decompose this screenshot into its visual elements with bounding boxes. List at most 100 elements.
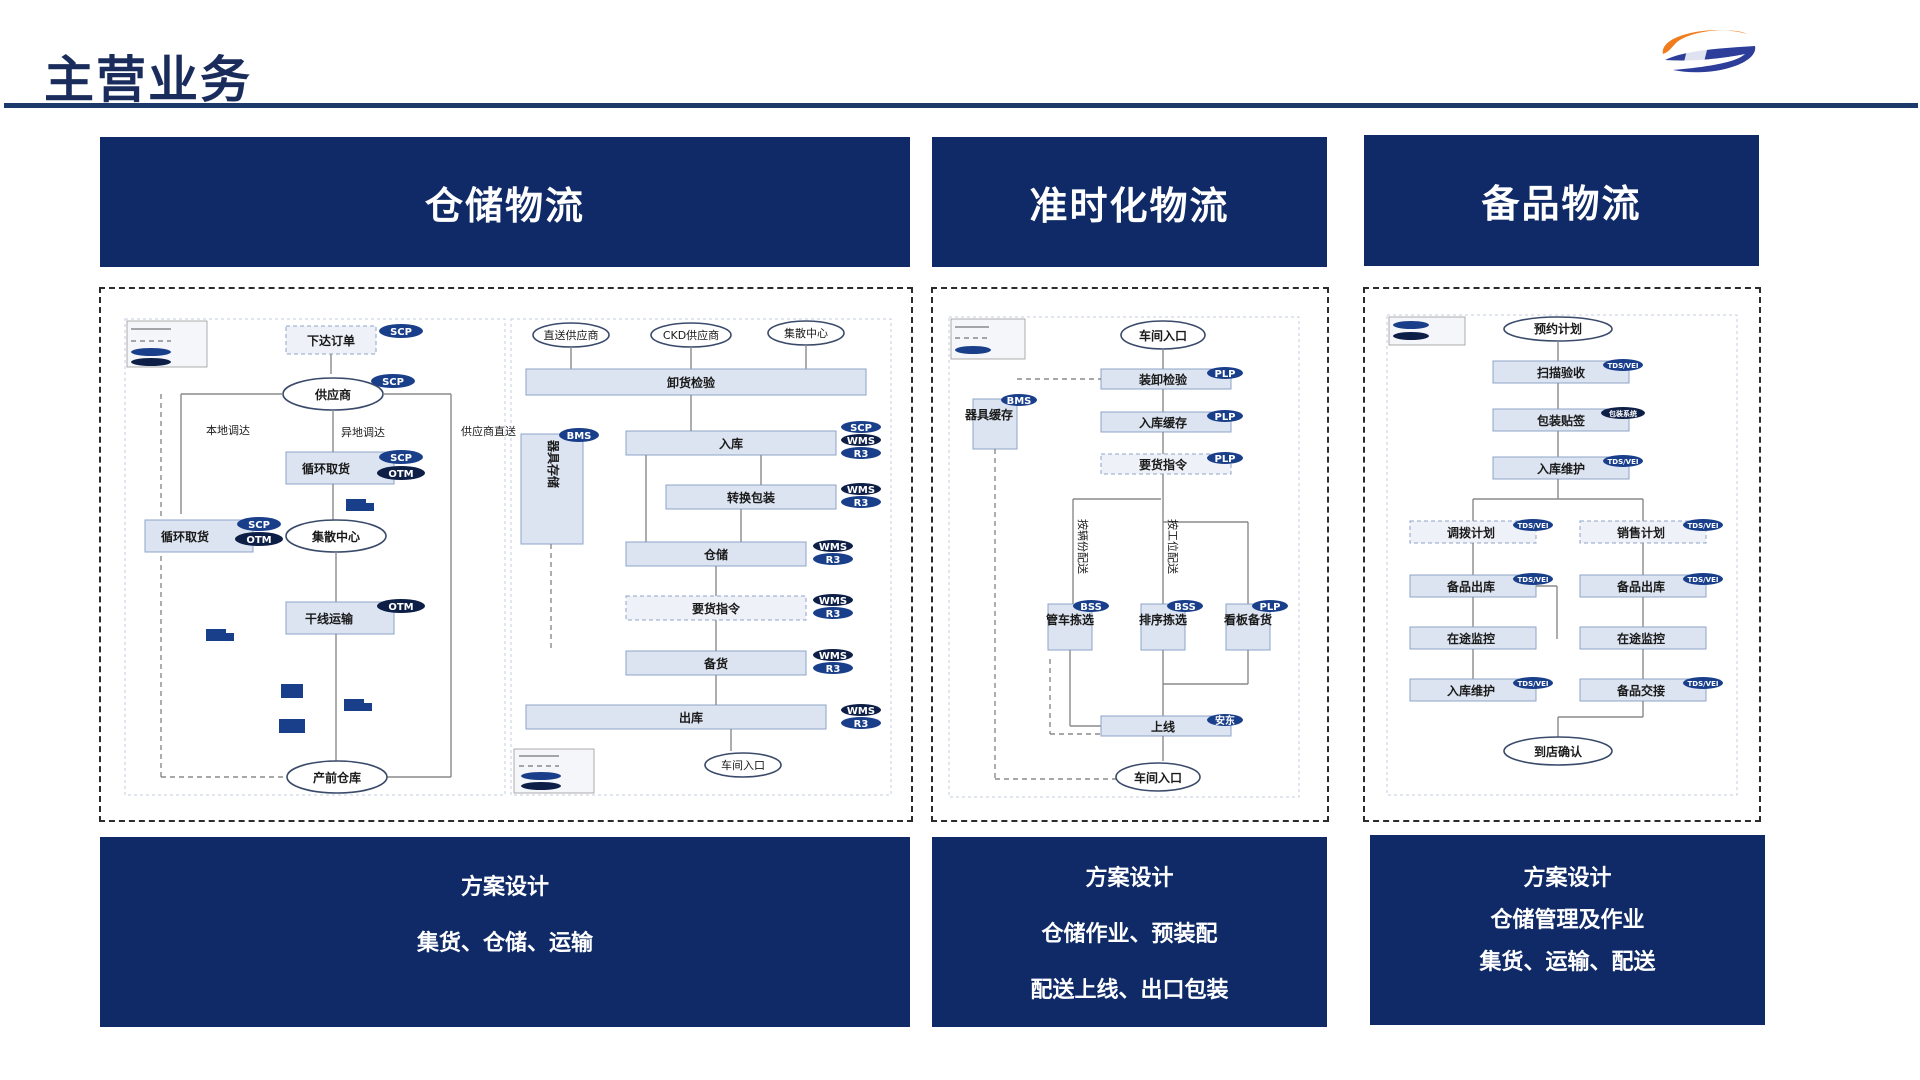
parts-diagram-panel: 预约计划 扫描验收 TDS/VEI 包装贴签 包装系统 入库维护 TDS/VEI… [1363,287,1761,822]
footer-storage-line-1: 方案设计 [460,875,549,900]
node-sales-plan: 销售计划 [1617,525,1665,540]
node-unload-inspect: 卸货检验 [667,375,716,390]
svg-text:TDS/VEI: TDS/VEI [1688,522,1719,530]
node-place-order: 下达订单 [307,333,355,348]
node-kanban-prep: 看板备货 [1224,612,1272,627]
svg-text:安东: 安东 [1215,714,1235,727]
footer-jit-line-2: 仓储作业、预装配 [1041,922,1218,947]
footer-jit-line-3: 配送上线、出口包装 [1030,978,1229,1003]
footer-jit-logistics: 方案设计 仓储作业、预装配 配送上线、出口包装 [932,837,1327,1027]
node-parts-handover: 备品交接 [1616,683,1665,698]
node-stock-prep: 备货 [703,656,728,671]
footer-storage-line-2: 集货、仓储、运输 [416,931,593,956]
svg-text:R3: R3 [854,498,869,509]
node-inbound-maint-left: 入库维护 [1447,683,1495,698]
svg-text:R3: R3 [826,555,841,566]
node-storage: 仓储 [703,547,728,562]
node-outbound: 出库 [679,710,703,725]
svg-text:OTM: OTM [388,469,413,480]
node-hub: 集散中心 [311,529,360,544]
node-trunk-transport: 干线运输 [305,611,354,626]
node-in-transit-right: 在途监控 [1617,631,1665,646]
node-reservation-plan: 预约计划 [1534,321,1582,336]
svg-text:OTM: OTM [246,535,271,546]
svg-text:PLP: PLP [1214,369,1235,380]
svg-text:WMS: WMS [819,542,847,553]
svg-text:WMS: WMS [819,596,847,607]
label-local-supply: 本地调达 [206,423,250,437]
header-jit-logistics: 准时化物流 [932,137,1327,267]
svg-text:PLP: PLP [1214,412,1235,423]
footer-parts-line-2: 仓储管理及作业 [1490,908,1645,933]
label-by-vehicle-set: 按辆份配送 [1076,519,1090,574]
node-preproduction-warehouse: 产前仓库 [313,770,361,785]
svg-text:R3: R3 [826,609,841,620]
company-logo [1662,30,1756,73]
svg-text:SCP: SCP [390,327,412,338]
footer-parts-line-1: 方案设计 [1523,866,1612,891]
collection-flow-diagram: 下达订单 SCP 供应商 SCP 本地调达 异地调达 供应商直送 循环取货 SC… [124,318,516,796]
svg-text:WMS: WMS [847,706,875,717]
header-parts-logistics: 备品物流 [1364,135,1759,266]
svg-text:WMS: WMS [847,485,875,496]
node-material-request-jit: 要货指令 [1139,457,1188,472]
node-milk-run: 循环取货 [302,461,350,476]
svg-text:TDS/VEI: TDS/VEI [1518,680,1549,688]
node-milk-run-2: 循环取货 [161,529,209,544]
footer-parts-logistics: 方案设计 仓储管理及作业 集货、运输、配送 [1370,835,1765,1025]
node-workshop-entrance-top: 车间入口 [1139,328,1187,343]
header-storage-logistics: 仓储物流 [100,137,910,267]
svg-text:TDS/VEI: TDS/VEI [1608,362,1639,370]
node-container-storage: 器具存储 [546,439,561,488]
node-sequence-picking: 排序拣选 [1139,612,1187,627]
jit-diagram-panel: 车间入口 装卸检验 PLP 入库缓存 PLP 要货指令 PLP 器具缓存 BMS… [931,287,1329,822]
node-supplier: 供应商 [314,387,351,402]
node-tube-picking: 管车拣选 [1046,612,1094,627]
node-material-request: 要货指令 [692,601,741,616]
node-repack: 转换包装 [727,490,775,505]
node-in-transit-left: 在途监控 [1447,631,1495,646]
svg-text:包装系统: 包装系统 [1609,409,1637,418]
svg-text:TDS/VEI: TDS/VEI [1688,576,1719,584]
svg-text:TDS/VEI: TDS/VEI [1608,458,1639,466]
node-workshop-entrance-bottom: 车间入口 [1134,770,1182,785]
label-by-station: 按工位配送 [1166,519,1180,574]
node-store-confirm: 到店确认 [1534,744,1583,759]
storage-diagram-panel: 下达订单 SCP 供应商 SCP 本地调达 异地调达 供应商直送 循环取货 SC… [99,287,913,822]
node-direct-supplier: 直送供应商 [544,328,599,342]
svg-text:TDS/VEI: TDS/VEI [1518,576,1549,584]
svg-text:TDS/VEI: TDS/VEI [1688,680,1719,688]
title-underline [4,103,1918,108]
node-loading-inspection: 装卸检验 [1138,372,1188,387]
svg-text:TDS/VEI: TDS/VEI [1518,522,1549,530]
svg-text:R3: R3 [826,664,841,675]
node-inbound-maint: 入库维护 [1537,461,1585,476]
node-online: 上线 [1151,719,1175,734]
svg-text:R3: R3 [854,449,869,460]
node-container-buffer: 器具缓存 [964,407,1013,422]
svg-text:SCP: SCP [382,377,404,388]
node-inbound: 入库 [719,436,743,451]
page-title: 主营业务 [44,51,252,109]
node-hub-right: 集散中心 [784,326,828,340]
label-supplier-direct: 供应商直送 [461,424,516,438]
node-workshop-entrance: 车间入口 [721,758,765,772]
warehouse-flow-diagram: 直送供应商 CKD供应商 集散中心 卸货检验 器具存储 BMS 入库 SCP W… [510,318,892,796]
svg-text:SCP: SCP [390,453,412,464]
node-transfer-plan: 调拨计划 [1447,525,1495,540]
svg-text:OTM: OTM [388,602,413,613]
svg-text:WMS: WMS [847,436,875,447]
node-scan-receive: 扫描验收 [1537,365,1585,380]
svg-text:BMS: BMS [1007,396,1032,407]
node-parts-outbound-right: 备品出库 [1616,579,1665,594]
svg-text:PLP: PLP [1259,602,1280,613]
svg-text:SCP: SCP [850,423,872,434]
node-ckd-supplier: CKD供应商 [663,328,719,342]
svg-text:SCP: SCP [248,520,270,531]
node-parts-outbound-left: 备品出库 [1446,579,1495,594]
svg-text:BSS: BSS [1174,602,1196,613]
node-inbound-buffer: 入库缓存 [1139,415,1187,430]
footer-jit-line-1: 方案设计 [1085,866,1174,891]
svg-text:R3: R3 [854,719,869,730]
footer-parts-line-3: 集货、运输、配送 [1479,950,1656,975]
